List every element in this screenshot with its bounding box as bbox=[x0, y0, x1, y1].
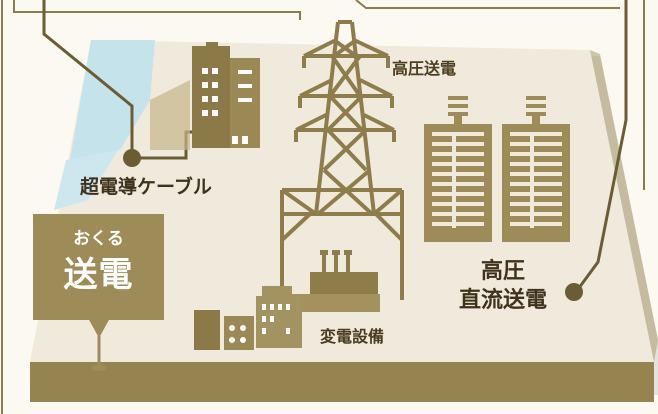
substation-icon bbox=[292, 250, 380, 312]
hvdc-label-line1: 高圧 bbox=[480, 259, 525, 284]
hvdc-node bbox=[565, 283, 583, 301]
hvdc-converter-icon bbox=[424, 96, 570, 242]
transmission-badge: おくる 送電 bbox=[33, 214, 164, 320]
hvdc-label: 高圧 直流送電 bbox=[440, 257, 566, 315]
building-icon bbox=[150, 42, 260, 150]
substation-label: 変電設備 bbox=[320, 327, 385, 346]
platform-edge-right bbox=[590, 50, 658, 362]
badge-pointer bbox=[88, 318, 110, 371]
factory-icon bbox=[194, 286, 302, 350]
hvdc-label-line2: 直流送電 bbox=[458, 288, 547, 313]
platform-edge bbox=[30, 362, 654, 402]
superconducting-cable-label: 超電導ケーブル bbox=[80, 176, 212, 198]
cable-node bbox=[123, 149, 141, 167]
badge-title: 送電 bbox=[63, 255, 134, 295]
frame-lines bbox=[1, 0, 645, 414]
high-voltage-label: 高圧送電 bbox=[392, 59, 457, 78]
water-area-2 bbox=[54, 150, 118, 210]
insulator-icons bbox=[294, 56, 396, 142]
transmission-tower-icon bbox=[280, 20, 404, 300]
water-area bbox=[70, 40, 155, 160]
hvdc-connector-line bbox=[574, 0, 628, 293]
badge-subtitle: おくる bbox=[73, 229, 124, 249]
